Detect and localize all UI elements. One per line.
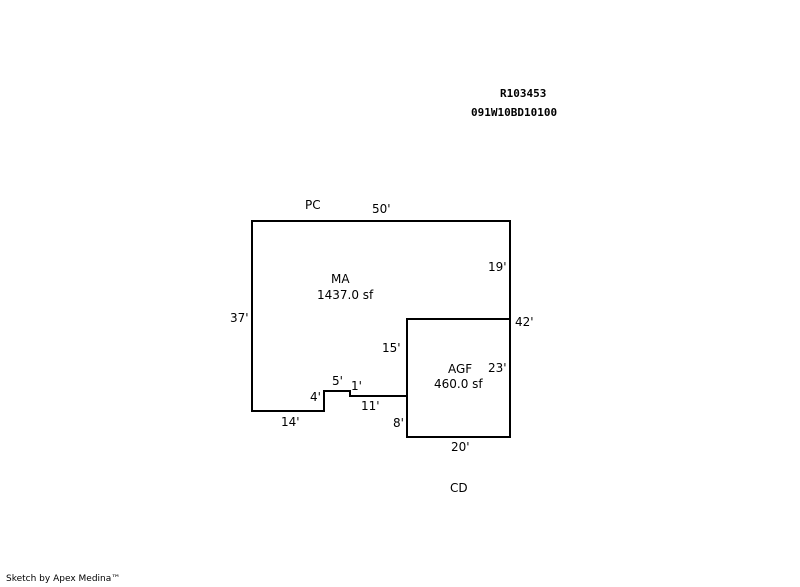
agf-name: AGF — [448, 362, 472, 376]
dim-agf-bottom: 20' — [451, 440, 470, 454]
dim-step-top: 5' — [332, 374, 343, 388]
dim-agf-left-upper: 15' — [382, 341, 401, 355]
agf-area: 460.0 sf — [434, 377, 483, 391]
dim-agf-right: 23' — [488, 361, 507, 375]
dim-left: 37' — [230, 311, 249, 325]
cd-label: CD — [450, 481, 468, 495]
ma-area: 1437.0 sf — [317, 288, 374, 302]
ma-outline — [251, 220, 511, 412]
parcel-id: R103453 — [500, 87, 547, 100]
dim-step-down: 1' — [351, 379, 362, 393]
dim-right-total: 42' — [515, 315, 534, 329]
dim-top: 50' — [372, 202, 391, 216]
ma-name: MA — [331, 272, 350, 286]
dim-right-upper: 19' — [488, 260, 507, 274]
dim-bottom-left: 14' — [281, 415, 300, 429]
pc-label: PC — [305, 198, 321, 212]
dim-connector: 11' — [361, 399, 380, 413]
dim-step-up: 4' — [310, 390, 321, 404]
agf-outline — [406, 318, 511, 438]
map-number: 091W10BD10100 — [471, 106, 558, 119]
dim-agf-left-lower: 8' — [393, 416, 404, 430]
sketch-credit: Sketch by Apex Medina™ — [6, 574, 121, 584]
